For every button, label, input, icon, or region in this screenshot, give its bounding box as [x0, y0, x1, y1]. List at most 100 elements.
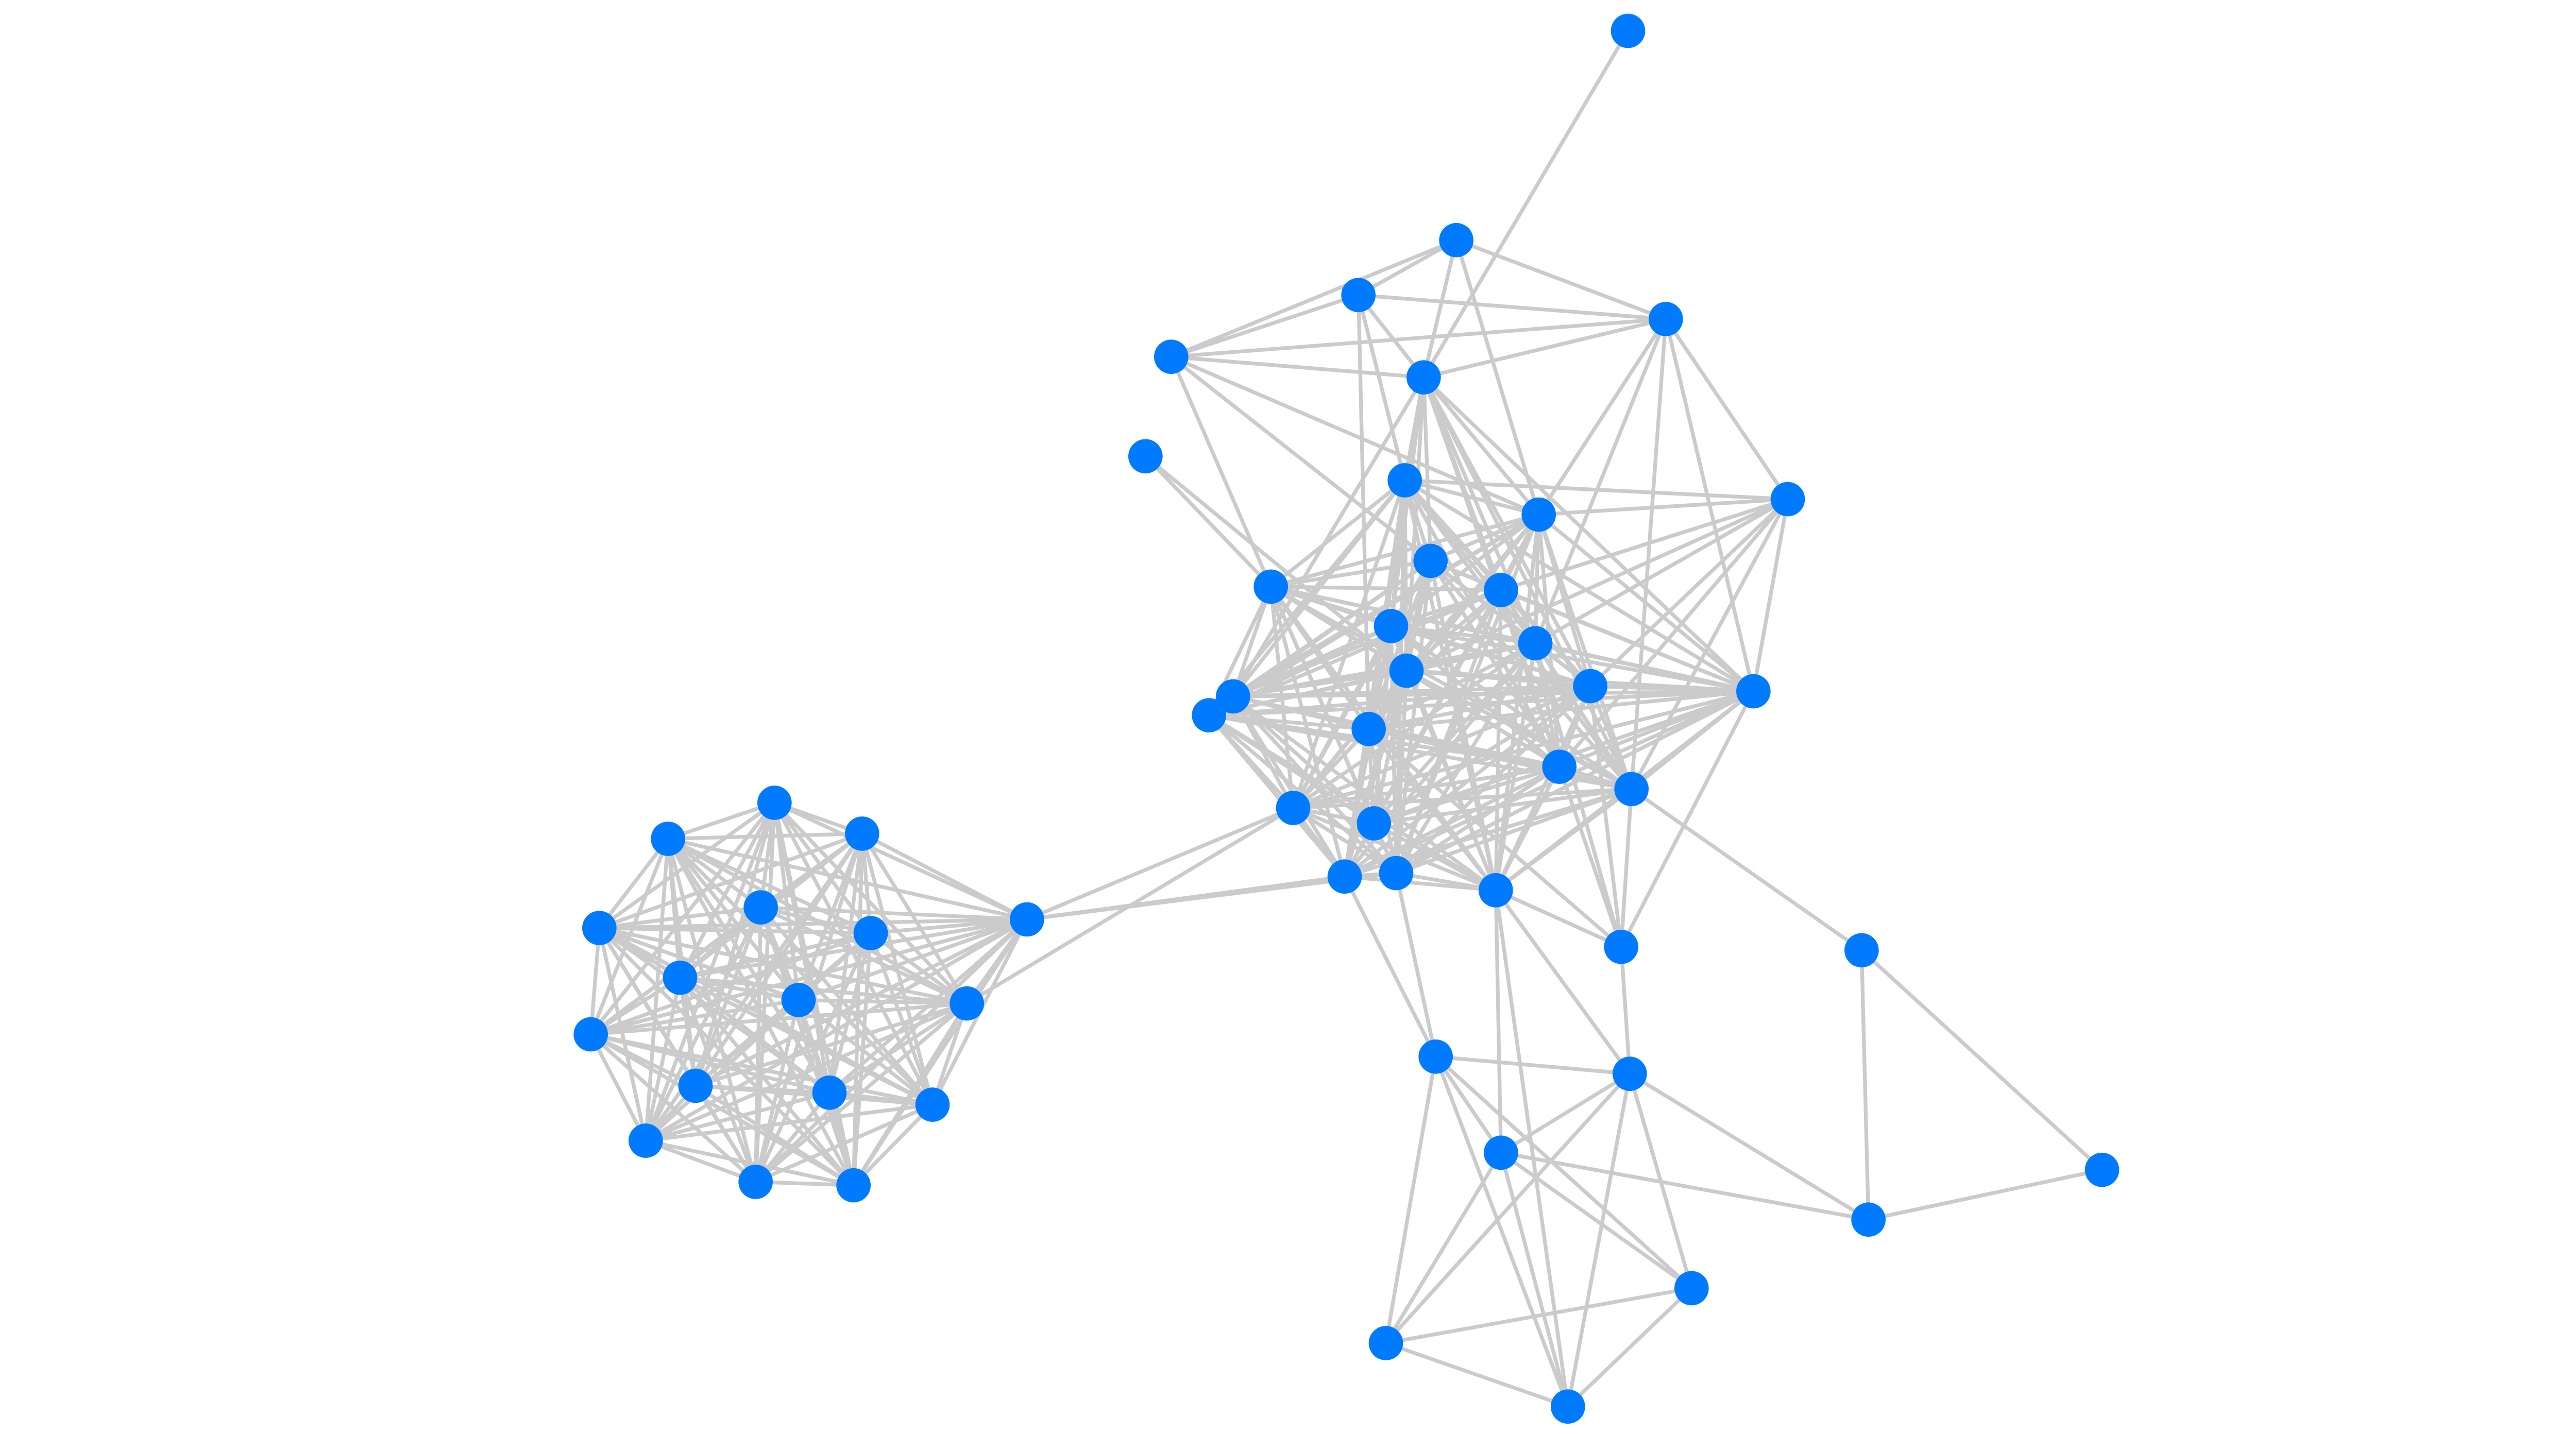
graph-edge [1368, 689, 1754, 731]
graph-node [2084, 1152, 2120, 1187]
graph-node [1357, 806, 1391, 841]
graph-edge [1209, 684, 1590, 718]
graph-edge [797, 998, 934, 1106]
graph-edge [1500, 1151, 1869, 1222]
graph-edge [828, 1002, 968, 1095]
graph-edge [1495, 787, 1633, 892]
graph-edge [1494, 890, 1570, 1407]
graph-edge [798, 917, 1028, 1002]
graph-edge [1403, 479, 1755, 693]
graph-edge [1422, 375, 1755, 693]
graph-edge [1293, 689, 1754, 810]
graph-edge [1384, 1056, 1438, 1344]
graph-edge [1391, 624, 1754, 693]
graph-node [1484, 1135, 1518, 1170]
graph-edge [852, 1103, 934, 1187]
graph-edge [1868, 1168, 2103, 1222]
graph-edge [645, 1090, 830, 1143]
graph-edge [590, 1032, 933, 1107]
graph-node [743, 890, 778, 925]
graph-edge [852, 918, 1029, 1187]
graph-node [1844, 933, 1879, 968]
graph-edge [1293, 764, 1560, 810]
graph-edge [599, 832, 863, 930]
graph-edge [1171, 355, 1424, 380]
graph-node [950, 986, 984, 1021]
graph-edge [1373, 765, 1560, 825]
graph-node [1389, 653, 1424, 688]
graph-edge [1389, 513, 1540, 628]
graph-edge [1434, 1055, 1693, 1290]
graph-edge [1423, 317, 1667, 380]
graph-edge [589, 976, 681, 1036]
graph-edge [1421, 377, 1433, 561]
graph-edge [1384, 1072, 1632, 1344]
graph-edge [1384, 1151, 1503, 1344]
graph-node [1521, 497, 1556, 532]
graph-node [1484, 573, 1518, 607]
graph-node [1614, 772, 1649, 807]
graph-node [853, 916, 888, 950]
graph-edge [1026, 806, 1294, 921]
graph-node [738, 1165, 773, 1199]
graph-edge [852, 833, 864, 1186]
graph-node [1154, 339, 1189, 374]
graph-node [663, 960, 698, 995]
graph-edge [1170, 355, 1540, 517]
graph-node [1851, 1202, 1886, 1237]
graph-edge [589, 838, 670, 1035]
graph-edge [667, 837, 934, 1106]
graph-edge [645, 1001, 968, 1142]
graph-edge [965, 806, 1294, 1005]
graph-edge [589, 1033, 648, 1142]
graph-edge [828, 918, 1028, 1095]
graph-edge [1367, 377, 1426, 729]
graph-edge [1533, 642, 1633, 790]
graph-edge [1533, 318, 1668, 644]
graph-edge [1589, 498, 1789, 688]
graph-edge [1566, 1287, 1693, 1408]
graph-edge [1630, 787, 1863, 952]
graph-node [1439, 223, 1473, 258]
graph-edge [1421, 377, 1562, 767]
graph-node [757, 786, 792, 820]
graph-edge [1344, 875, 1496, 892]
graph-edge [1170, 238, 1458, 359]
graph-edge [1169, 356, 1273, 588]
graph-edge [754, 1002, 969, 1184]
graph-node [678, 1068, 713, 1103]
graph-node [1192, 698, 1226, 732]
graph-edge [645, 1139, 756, 1184]
graph-edge [1395, 765, 1561, 875]
graph-node [1327, 859, 1362, 894]
graph-edge [1588, 686, 1623, 947]
graph-edge [1170, 355, 1591, 688]
graph-edge [1422, 376, 1540, 516]
graph-edge [1171, 293, 1359, 359]
graph-edge [1231, 695, 1347, 878]
graph-node [1413, 543, 1448, 578]
graph-edge [860, 832, 969, 1005]
graph-node [629, 1123, 663, 1158]
graph-edge [1368, 727, 1632, 791]
graph-node [1573, 669, 1607, 704]
graph-edge [1494, 890, 1503, 1153]
graph-edge [1494, 765, 1561, 892]
graph-edge [680, 917, 1027, 980]
graph-edge [1404, 377, 1426, 671]
graph-edge [1534, 497, 1789, 645]
graph-edge [1538, 497, 1788, 517]
graph-edge [1494, 889, 1632, 1075]
graph-edge [643, 839, 670, 1141]
graph-edge [1860, 949, 2104, 1171]
graph-edge [760, 905, 1027, 921]
graph-edge [1344, 765, 1561, 878]
graph-node [1010, 902, 1044, 937]
graph-node [1253, 569, 1288, 604]
graph-node [1374, 609, 1409, 643]
graph-edge [1500, 497, 1789, 592]
graph-edge [1144, 454, 1408, 672]
graph-edge [870, 917, 1027, 935]
graph-edge [1207, 714, 1346, 878]
graph-edge [1292, 806, 1497, 892]
